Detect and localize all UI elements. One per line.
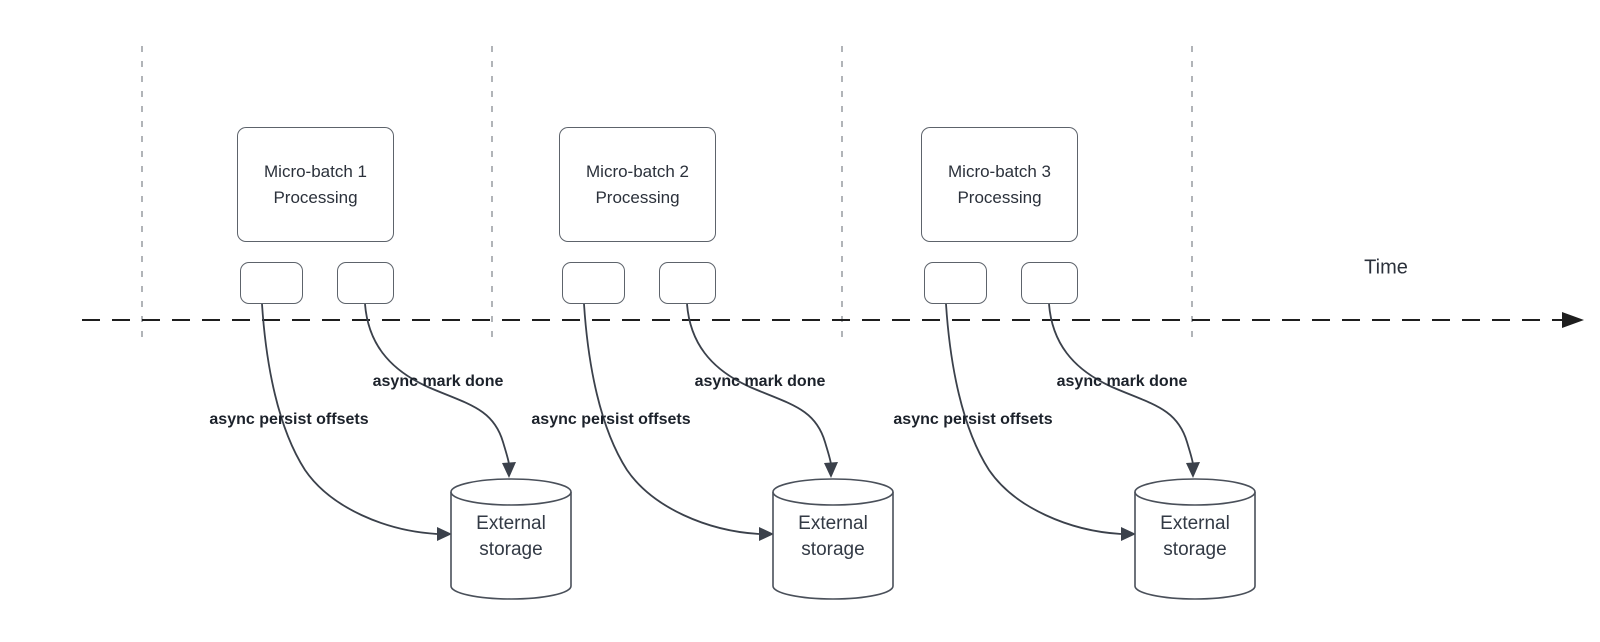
section-2-strokes: [583, 303, 894, 600]
time-axis-arrowhead: [1562, 312, 1584, 328]
section-1-strokes: [261, 303, 572, 600]
section-3-strokes: [945, 303, 1256, 600]
